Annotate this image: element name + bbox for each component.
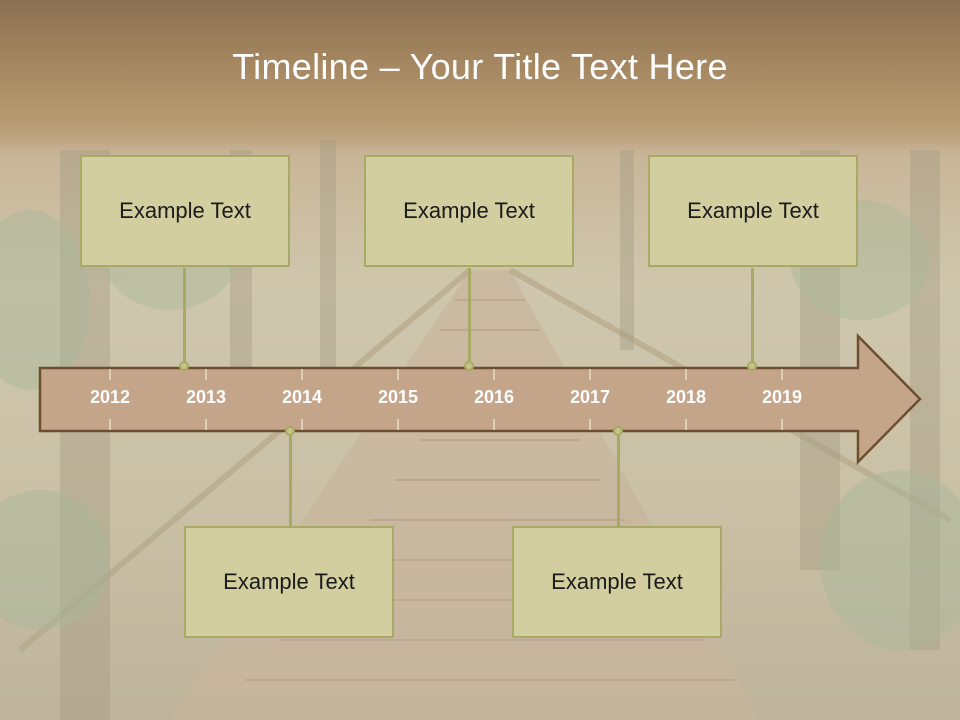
timeline-marker-dot — [613, 426, 623, 436]
callout-connector — [617, 431, 620, 527]
year-label-2013: 2013 — [185, 387, 227, 407]
year-label-2016: 2016 — [473, 387, 515, 407]
callout-connector — [289, 431, 292, 527]
callout-box: Example Text — [184, 526, 394, 638]
callout-connector — [751, 268, 754, 366]
year-label-2018: 2018 — [665, 387, 707, 407]
callout-box: Example Text — [512, 526, 722, 638]
header-band — [0, 0, 960, 150]
year-label-2019: 2019 — [761, 387, 803, 407]
timeline-marker-dot — [179, 361, 189, 371]
page-title: Timeline – Your Title Text Here — [232, 46, 728, 87]
callout-connector — [468, 268, 471, 366]
timeline-marker-dot — [464, 361, 474, 371]
timeline-marker-dot — [285, 426, 295, 436]
timeline-marker-dot — [747, 361, 757, 371]
callout-box: Example Text — [364, 155, 574, 267]
callout-box: Example Text — [648, 155, 858, 267]
year-label-2017: 2017 — [569, 387, 611, 407]
callout-box: Example Text — [80, 155, 290, 267]
year-label-2014: 2014 — [281, 387, 323, 407]
year-label-2012: 2012 — [89, 387, 131, 407]
year-label-2015: 2015 — [377, 387, 419, 407]
callout-connector — [183, 268, 186, 366]
